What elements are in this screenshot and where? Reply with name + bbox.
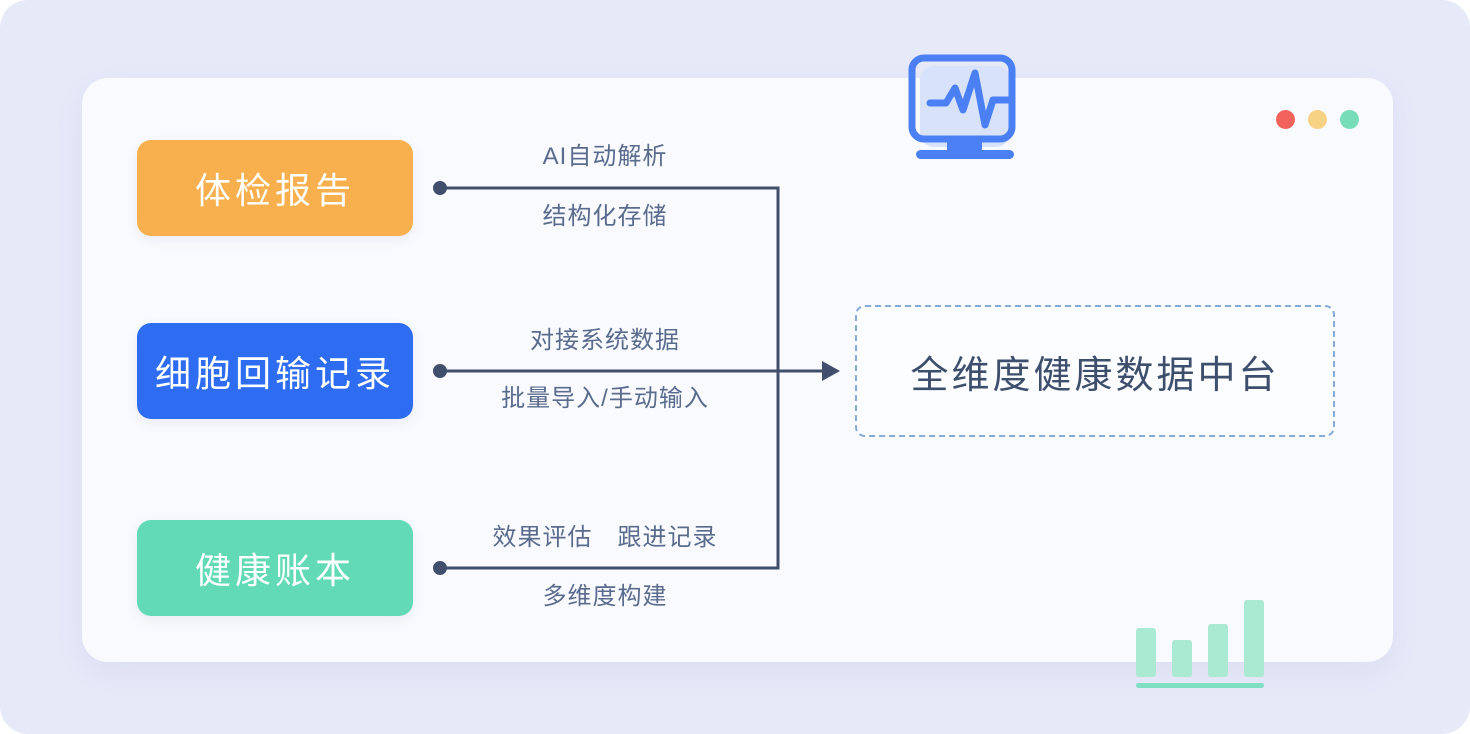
edge-label-multidimensional-build: 多维度构建 xyxy=(542,583,668,610)
source-box-label: 体检报告 xyxy=(194,170,355,211)
bar-2 xyxy=(1172,640,1192,677)
source-box-label: 细胞回输记录 xyxy=(154,353,395,394)
bar-1 xyxy=(1136,628,1156,677)
monitor-pulse-icon xyxy=(908,54,1016,159)
pulse-line xyxy=(926,69,1012,129)
hub-label: 全维度健康数据中台 xyxy=(910,354,1280,397)
window-dot-green xyxy=(1340,110,1359,129)
edge-label-effect-evaluation: 效果评估 跟进记录 xyxy=(492,524,718,551)
source-box-physical-exam-report: 体检报告 xyxy=(137,140,413,236)
hub-box-health-data-platform: 全维度健康数据中台 xyxy=(855,305,1335,437)
edge-label-system-data: 对接系统数据 xyxy=(530,327,680,354)
edge-label-ai-parse: AI自动解析 xyxy=(542,143,668,170)
bar-chart-icon xyxy=(1136,600,1264,688)
source-box-label: 健康账本 xyxy=(194,550,355,591)
monitor-base xyxy=(916,150,1014,159)
bar-4 xyxy=(1244,600,1264,677)
window-dot-red xyxy=(1276,110,1295,129)
bar-underline xyxy=(1136,683,1264,688)
monitor-stand xyxy=(947,137,982,152)
source-box-health-ledger: 健康账本 xyxy=(137,520,413,616)
bar-3 xyxy=(1208,624,1228,677)
source-box-cell-reinfusion-record: 细胞回输记录 xyxy=(137,323,413,419)
edge-label-batch-manual-input: 批量导入/手动输入 xyxy=(501,385,709,412)
window-dot-yellow xyxy=(1308,110,1327,129)
edge-label-structured-storage: 结构化存储 xyxy=(542,203,668,230)
